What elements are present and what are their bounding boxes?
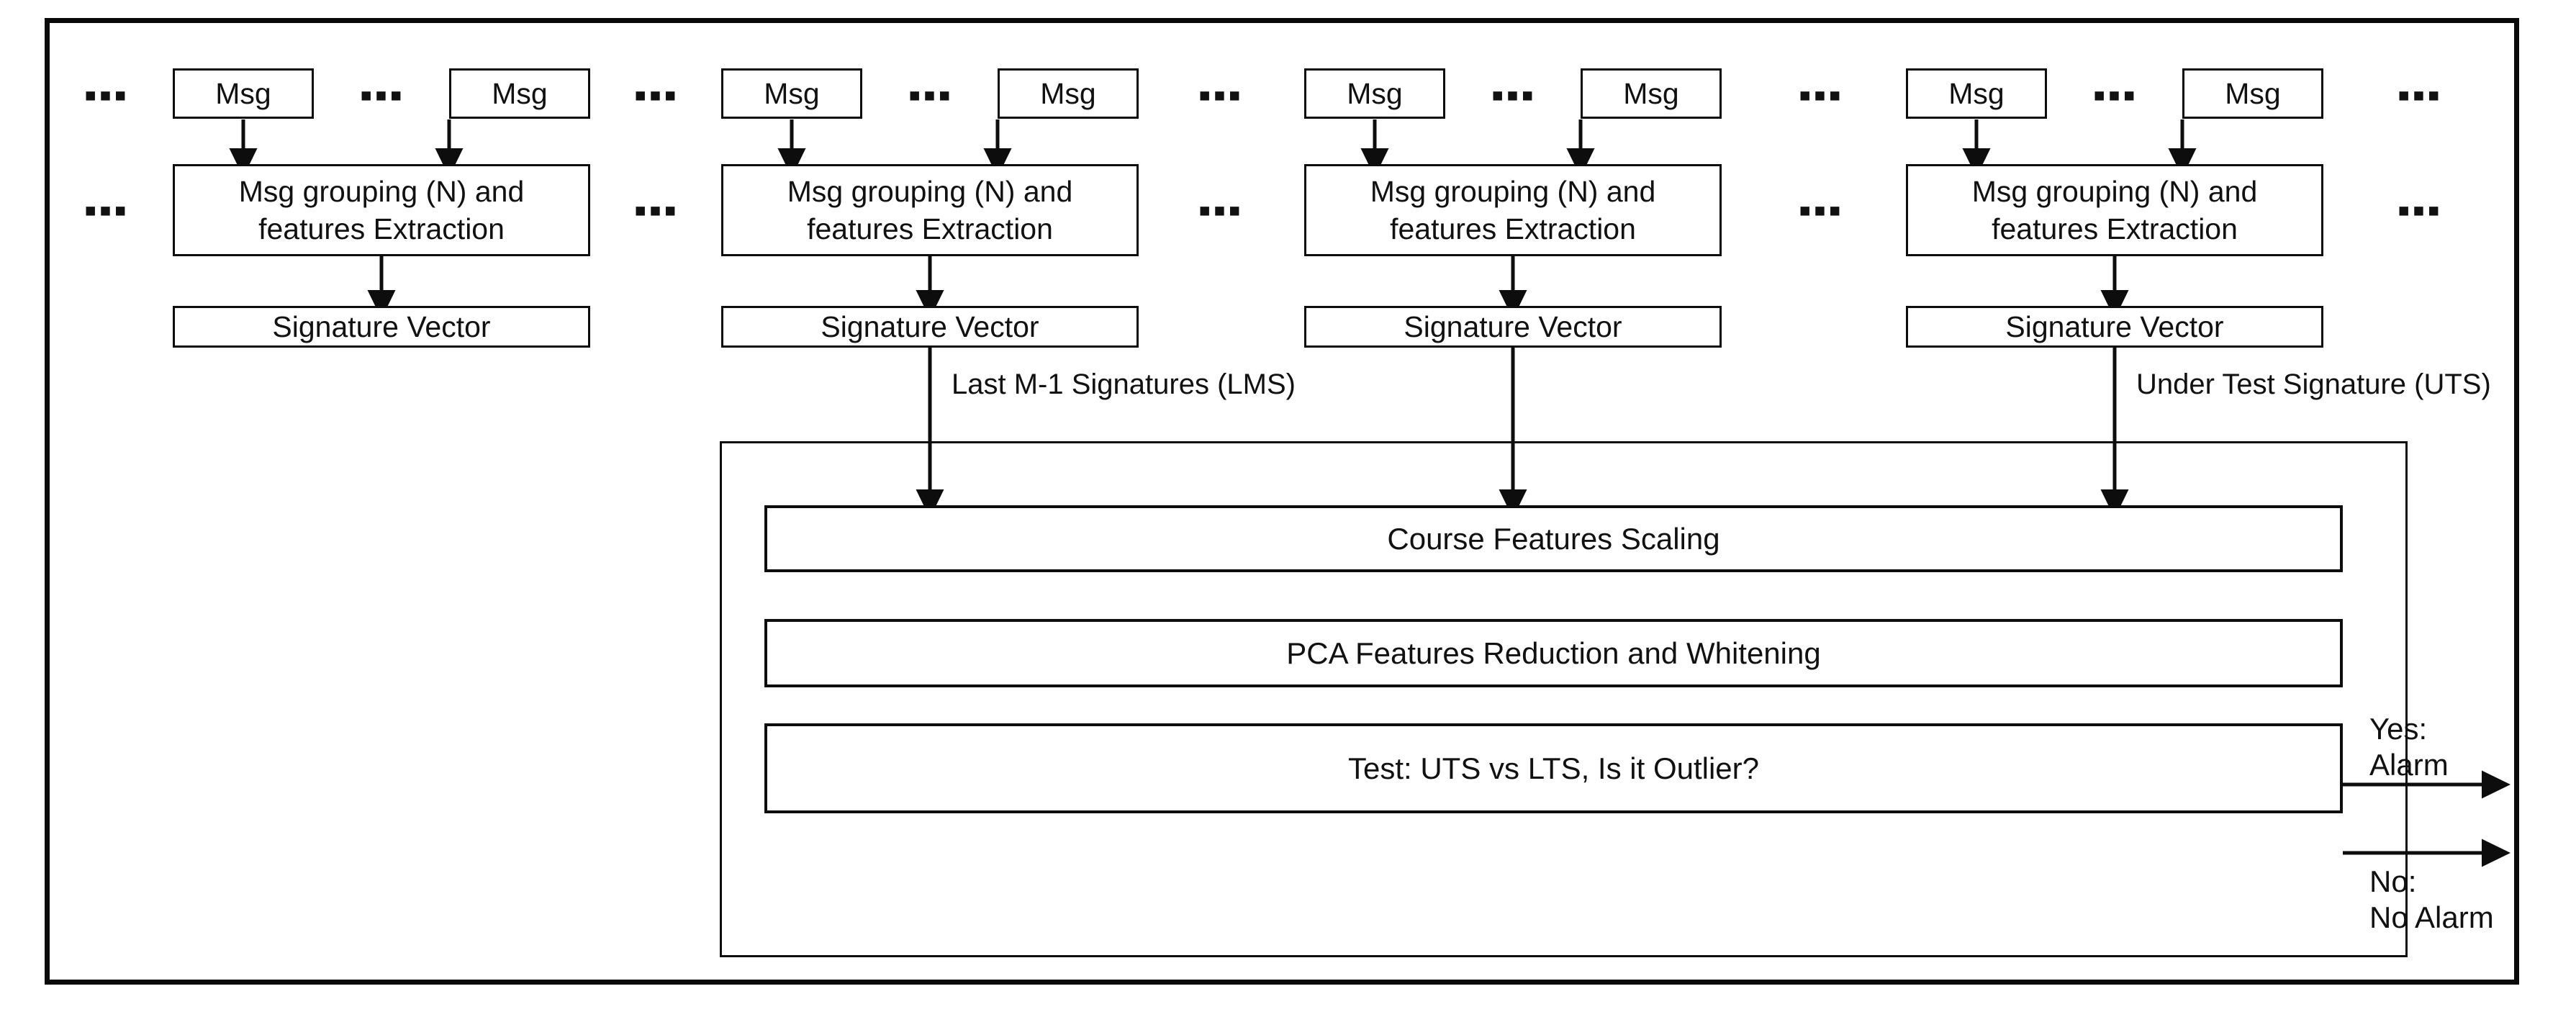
ellipsis-row1-6: ▪▪▪ — [1798, 75, 1844, 115]
ellipsis-row1-8: ▪▪▪ — [2397, 75, 2443, 115]
msg-box-4: Msg — [998, 68, 1139, 119]
signature-vector-box-4: Signature Vector — [1906, 306, 2323, 348]
msg-box-2: Msg — [449, 68, 590, 119]
grouping-label-line2: features Extraction — [1992, 212, 2238, 245]
output-label-no-alarm: No: No Alarm — [2369, 864, 2494, 935]
course-features-scaling-box: Course Features Scaling — [764, 505, 2343, 572]
pca-features-reduction-box: PCA Features Reduction and Whitening — [764, 619, 2343, 687]
msg-grouping-box-1: Msg grouping (N) and features Extraction — [173, 164, 590, 256]
edge-label-uts: Under Test Signature (UTS) — [2136, 369, 2491, 400]
grouping-label-line1: Msg grouping (N) and — [1370, 174, 1656, 208]
grouping-label-line1: Msg grouping (N) and — [1971, 174, 2258, 208]
msg-box-6: Msg — [1581, 68, 1722, 119]
grouping-label-line1: Msg grouping (N) and — [787, 174, 1073, 208]
msg-grouping-box-4: Msg grouping (N) and features Extraction — [1906, 164, 2323, 256]
msg-box-8: Msg — [2182, 68, 2323, 119]
ellipsis-row2-0: ▪▪▪ — [83, 190, 130, 230]
signature-vector-box-2: Signature Vector — [721, 306, 1139, 348]
msg-box-1: Msg — [173, 68, 314, 119]
ellipsis-row2-1: ▪▪▪ — [633, 190, 679, 230]
grouping-label-line2: features Extraction — [258, 212, 505, 245]
ellipsis-row1-0: ▪▪▪ — [83, 75, 130, 115]
ellipsis-row1-4: ▪▪▪ — [1198, 75, 1244, 115]
ellipsis-row1-1: ▪▪▪ — [359, 75, 405, 115]
ellipsis-row2-3: ▪▪▪ — [1798, 190, 1844, 230]
ellipsis-row2-4: ▪▪▪ — [2397, 190, 2443, 230]
signature-vector-box-1: Signature Vector — [173, 306, 590, 348]
msg-box-7: Msg — [1906, 68, 2047, 119]
ellipsis-row2-2: ▪▪▪ — [1198, 190, 1244, 230]
ellipsis-row1-2: ▪▪▪ — [633, 75, 679, 115]
edge-label-lms: Last M-1 Signatures (LMS) — [952, 369, 1296, 400]
msg-grouping-box-2: Msg grouping (N) and features Extraction — [721, 164, 1139, 256]
outlier-test-box: Test: UTS vs LTS, Is it Outlier? — [764, 723, 2343, 813]
msg-box-5: Msg — [1304, 68, 1445, 119]
no-alarm-line1: No: — [2369, 864, 2417, 898]
alarm-line1: Yes: — [2369, 712, 2428, 746]
signature-vector-box-3: Signature Vector — [1304, 306, 1722, 348]
grouping-label-line2: features Extraction — [807, 212, 1053, 245]
msg-box-3: Msg — [721, 68, 862, 119]
ellipsis-row1-7: ▪▪▪ — [2092, 75, 2138, 115]
grouping-label-line1: Msg grouping (N) and — [238, 174, 525, 208]
grouping-label-line2: features Extraction — [1390, 212, 1636, 245]
alarm-line2: Alarm — [2369, 747, 2449, 782]
no-alarm-line2: No Alarm — [2369, 900, 2494, 934]
analysis-container — [720, 441, 2408, 957]
output-label-alarm: Yes: Alarm — [2369, 711, 2449, 782]
ellipsis-row1-3: ▪▪▪ — [908, 75, 954, 115]
msg-grouping-box-3: Msg grouping (N) and features Extraction — [1304, 164, 1722, 256]
ellipsis-row1-5: ▪▪▪ — [1491, 75, 1537, 115]
